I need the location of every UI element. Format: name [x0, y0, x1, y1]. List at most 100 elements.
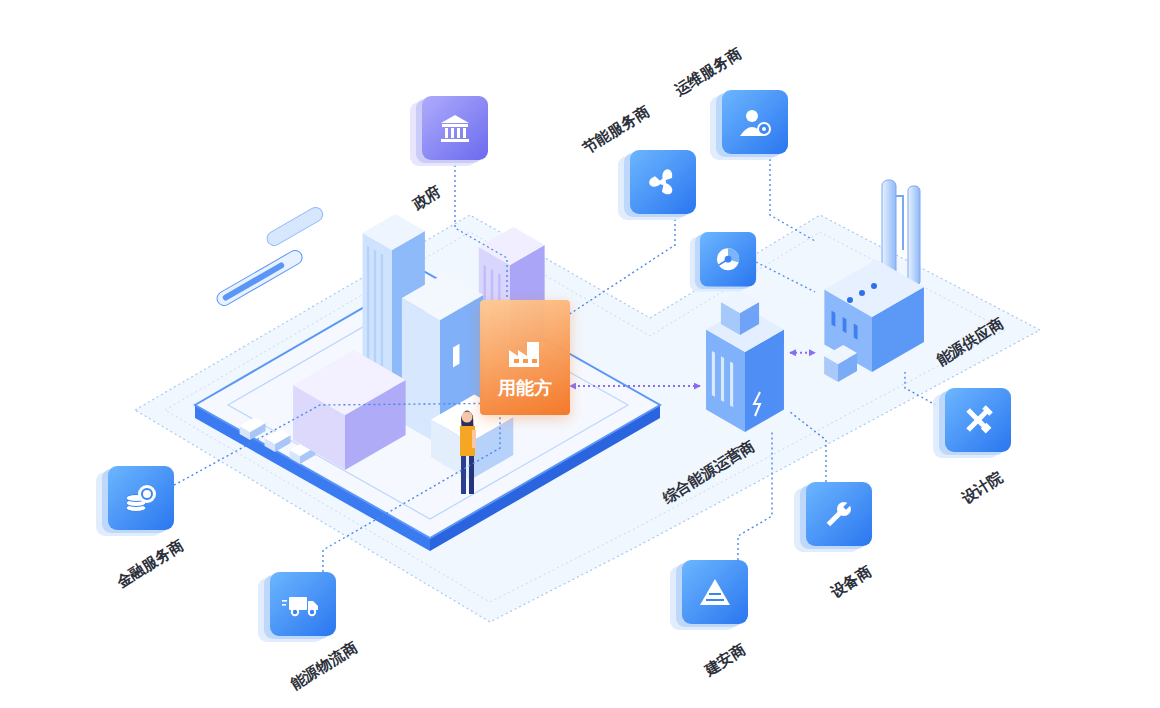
card-icon	[647, 169, 674, 196]
person-figure	[460, 410, 476, 494]
actor-card: 建安商	[682, 560, 748, 624]
icon-part	[282, 600, 287, 602]
gear-core	[762, 127, 766, 131]
leg	[469, 456, 474, 494]
tag-pill	[215, 248, 305, 308]
icon-part	[445, 128, 448, 138]
icon-part	[442, 124, 468, 127]
card-graphic	[270, 572, 336, 636]
actor-label: 综合能源运营商	[659, 437, 758, 508]
actor-card: 政府	[422, 96, 488, 160]
icon-part	[451, 128, 454, 138]
user-panel: 用能方	[480, 300, 570, 415]
step-block-top	[240, 417, 266, 432]
actor-label: 政府	[409, 182, 444, 213]
card-icon	[823, 498, 854, 529]
roof-shape	[441, 115, 469, 123]
card-graphic	[806, 482, 872, 546]
ground-area	[135, 215, 1040, 622]
step-block	[265, 429, 291, 452]
card-face	[270, 572, 336, 636]
arm	[472, 430, 476, 448]
glyph-window	[514, 359, 519, 363]
operator-top-block-top	[721, 291, 759, 313]
hub-wire	[756, 262, 815, 292]
wrench-head	[834, 499, 854, 519]
dotted-connector	[323, 415, 500, 572]
lightning-mark	[754, 392, 760, 416]
window-strip	[381, 253, 383, 384]
roof-vent	[859, 290, 865, 296]
wheel	[309, 609, 315, 615]
tower-main-top	[402, 273, 483, 320]
actor-card: 节能服务商	[630, 150, 696, 214]
window-strip	[712, 351, 715, 397]
actor-card: 运维服务商	[722, 90, 788, 154]
card-face	[945, 388, 1011, 452]
icon-part	[282, 604, 286, 606]
card-face	[682, 560, 748, 624]
person-head	[746, 110, 758, 122]
card-face	[422, 96, 488, 160]
card-icon	[441, 115, 469, 142]
window-strip	[854, 323, 858, 339]
panel-title: 用能方	[498, 377, 552, 399]
connectors	[174, 154, 945, 572]
actor-label: 设计院	[958, 469, 1006, 508]
actor-label: 金融服务商	[113, 537, 186, 592]
dotted-connector	[455, 160, 507, 300]
dotted-connector	[790, 352, 815, 354]
factory-annex	[824, 345, 857, 382]
wheel	[292, 609, 298, 615]
hub-card	[690, 232, 756, 292]
factory-annex-top	[824, 345, 857, 364]
card-graphic	[108, 466, 174, 530]
card-graphic	[682, 560, 748, 624]
actor-card: 设计院	[945, 388, 1011, 452]
roof-vent	[847, 297, 853, 303]
card-face	[722, 90, 788, 154]
tag-pill	[265, 205, 326, 248]
factory-building	[824, 260, 924, 373]
step-block-top	[265, 429, 291, 444]
actor-label: 设备商	[827, 563, 875, 602]
glyph-window	[523, 359, 528, 363]
dotted-connector	[790, 412, 826, 482]
actor-label: 能源供应商	[933, 315, 1006, 370]
icon-part	[982, 405, 993, 416]
card-graphic	[630, 150, 696, 214]
roof-vent	[871, 283, 877, 289]
fan-hub	[660, 179, 666, 185]
icon-part	[289, 597, 307, 610]
card-face	[700, 232, 756, 286]
glyph-window	[532, 359, 537, 363]
head	[462, 412, 473, 423]
window-strip	[730, 361, 733, 407]
actor-card: 能源物流商	[270, 572, 336, 636]
card-graphic	[722, 90, 788, 154]
platform-inner-line	[228, 291, 628, 519]
platform-top	[195, 272, 660, 538]
card-face	[806, 482, 872, 546]
pill-body	[265, 205, 326, 248]
actor-label: 能源物流商	[287, 639, 360, 694]
icon-part	[463, 128, 466, 138]
card-icon	[282, 597, 318, 615]
pie-disc	[717, 248, 739, 270]
facility-site: 综合能源运营商	[700, 300, 790, 432]
card-icon	[717, 248, 739, 270]
tower-tall-top	[363, 214, 425, 250]
actor-label: 建安商	[701, 641, 749, 680]
dotted-connector	[570, 214, 675, 314]
pill-body	[215, 248, 305, 308]
pie-center	[725, 256, 732, 263]
card-face	[630, 150, 696, 214]
factory-glyph	[509, 342, 539, 367]
leg	[461, 456, 466, 494]
window-strip	[721, 356, 724, 402]
chimney	[908, 186, 920, 286]
coin-face	[138, 485, 156, 503]
